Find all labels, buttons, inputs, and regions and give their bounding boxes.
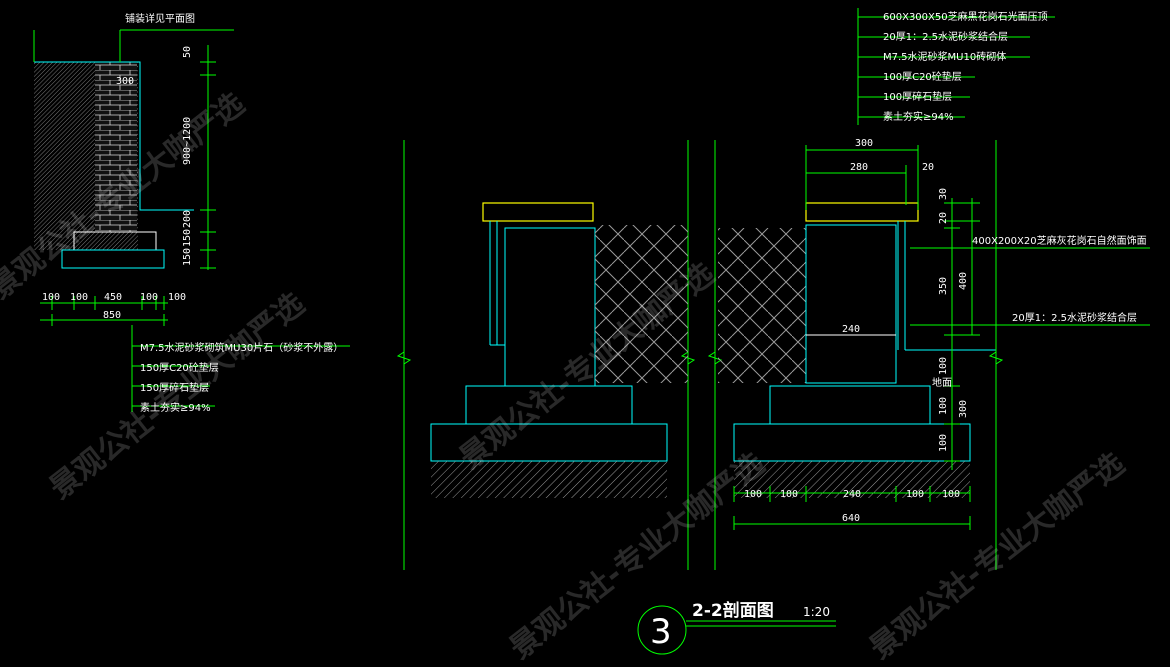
left-retaining-wall-detail: 铺装详见平面图 50 900~1200 200 150 150 300 100 … xyxy=(33,12,350,414)
right-top-note-1: 600X300X50芝麻黑花岗石光面压顶 xyxy=(883,10,1048,23)
ground-label: 地面 xyxy=(932,376,952,389)
dim-v-2: 900~1200 xyxy=(182,117,193,165)
dim-rb-3: 240 xyxy=(843,489,861,500)
compacted-soil-right xyxy=(734,461,970,498)
dim-b-1: 100 xyxy=(42,292,60,303)
dim-r-8: 100 xyxy=(938,434,949,452)
left-note-3: 150厚碎石垫层 xyxy=(140,381,209,394)
right-top-note-6: 素土夯实≥94% xyxy=(883,110,954,123)
dim-v-4: 150 xyxy=(182,229,193,247)
drawing-title: 2-2剖面图 xyxy=(692,600,774,621)
dim-b-5: 100 xyxy=(168,292,186,303)
dim-v-1: 50 xyxy=(182,46,193,58)
left-top-note: 铺装详见平面图 xyxy=(125,12,195,25)
drawing-scale: 1:20 xyxy=(803,605,830,619)
right-top-note-5: 100厚碎石垫层 xyxy=(883,90,952,103)
dim-r-3: 350 xyxy=(938,277,949,295)
watermark-layer: 景观公社-专业大咖严选 景观公社-专业大咖严选 景观公社-专业大咖严选 景观公社… xyxy=(0,86,1131,666)
dim-b-3: 450 xyxy=(104,292,122,303)
right-top-note-4: 100厚C20砼垫层 xyxy=(883,70,962,83)
dim-r-4: 400 xyxy=(958,272,969,290)
dim-rb-4: 100 xyxy=(906,489,924,500)
gravel-bed xyxy=(61,249,165,269)
left-note-4: 素土夯实≥94% xyxy=(140,401,211,414)
dim-b-4: 100 xyxy=(140,292,158,303)
left-note-2: 150厚C20砼垫层 xyxy=(140,361,219,374)
dim-b-2: 100 xyxy=(70,292,88,303)
dim-r-1: 30 xyxy=(938,188,949,200)
dim-rb-1: 100 xyxy=(744,489,762,500)
detail-number-circle xyxy=(637,605,687,655)
brick-column-right xyxy=(805,224,897,384)
dim-top: 300 xyxy=(116,76,134,87)
dim-r-2: 20 xyxy=(938,212,949,224)
stone-wall xyxy=(95,62,137,232)
granite-cap-right xyxy=(805,202,919,222)
dim-v-3: 200 xyxy=(182,210,193,228)
watermark-text: 景观公社-专业大咖严选 xyxy=(43,286,311,506)
dim-v-5: 150 xyxy=(182,248,193,266)
dim-rb-5: 100 xyxy=(942,489,960,500)
title-block: 3 2-2剖面图 1:20 xyxy=(637,600,836,655)
right-top-note-3: M7.5水泥砂浆MU10砖砌体 xyxy=(883,50,1006,63)
compacted-soil xyxy=(431,461,667,498)
dim-r-7: 300 xyxy=(958,400,969,418)
dim-top-280: 280 xyxy=(850,162,868,173)
dim-r-5: 100 xyxy=(938,357,949,375)
dim-rb-total: 640 xyxy=(842,513,860,524)
right-top-note-2: 20厚1：2.5水泥砂浆结合层 xyxy=(883,30,1008,43)
dim-inner-240: 240 xyxy=(842,324,860,335)
dim-top-20: 20 xyxy=(922,162,934,173)
gravel-bed-right xyxy=(733,423,971,462)
right-side-note-2: 20厚1：2.5水泥砂浆结合层 xyxy=(1012,311,1137,324)
right-section: 600X300X50芝麻黑花岗石光面压顶 20厚1：2.5水泥砂浆结合层 M7.… xyxy=(707,8,1150,570)
dim-top-300: 300 xyxy=(855,138,873,149)
right-side-note-1: 400X200X20芝麻灰花岗石自然面饰面 xyxy=(972,234,1147,247)
left-note-1: M7.5水泥砂浆砌筑MU30片石（砂浆不外露） xyxy=(140,341,343,354)
paving-pattern xyxy=(595,225,688,383)
granite-cap xyxy=(482,202,594,222)
detail-number: 3 xyxy=(650,612,672,652)
dim-r-6: 100 xyxy=(938,397,949,415)
dim-rb-2: 100 xyxy=(780,489,798,500)
middle-section xyxy=(396,140,696,570)
dim-total: 850 xyxy=(103,310,121,321)
paving-pattern-right xyxy=(718,228,806,383)
concrete-pad-right xyxy=(769,385,931,425)
